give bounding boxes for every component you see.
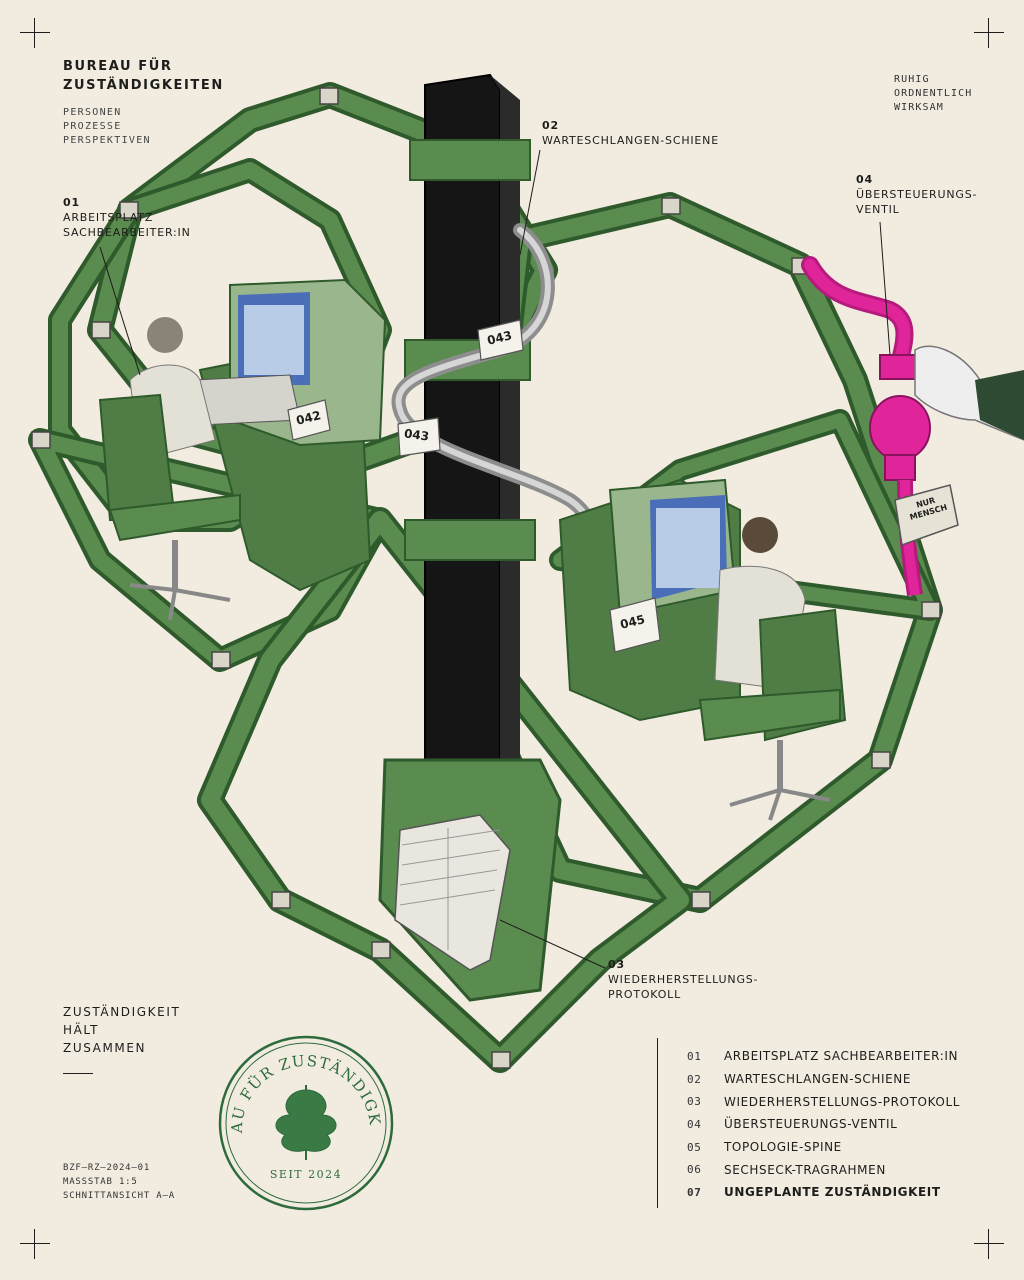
legend-item: 01 ARBEITSPLATZ SACHBEARBEITER:IN	[687, 1045, 960, 1068]
corner-crosshair-bottom-right	[974, 1229, 1004, 1259]
workstation-left	[98, 278, 387, 621]
legend-label: TOPOLOGIE-SPINE	[724, 1140, 842, 1155]
legend-label: SECHSECK-TRAGRAHMEN	[724, 1162, 886, 1177]
legend-label: WARTESCHLANGEN-SCHIENE	[724, 1072, 912, 1087]
statement: ZUSTÄNDIGKEIT HÄLT ZUSAMMEN	[63, 1003, 180, 1057]
callout-01: 01 ARBEITSPLATZ SACHBEARBEITER:IN	[63, 195, 191, 240]
corner-crosshair-top-right	[974, 18, 1004, 48]
callout-number: 04	[856, 173, 873, 186]
topologie-spine	[404, 73, 536, 800]
motto-line: ORDNENTLICH	[894, 88, 973, 99]
callout-number: 03	[608, 958, 625, 971]
legend-number: 05	[687, 1140, 702, 1154]
statement-line: ZUSAMMEN	[63, 1041, 147, 1055]
workstation-right	[558, 478, 847, 821]
callout-03: 03 WIEDERHERSTELLUNGS- PROTOKOLL	[608, 957, 758, 1002]
motto: RUHIG ORDNENTLICH WIRKSAM	[894, 73, 972, 115]
drawing-scale: MASSSTAB 1:5	[63, 1177, 138, 1187]
callout-label: ÜBERSTEUERUNGS-	[856, 188, 978, 201]
callout-leaders	[99, 149, 891, 969]
legend-number: 01	[687, 1049, 702, 1063]
corner-crosshair-bottom-left	[20, 1229, 50, 1259]
page-title: BUREAU FÜR ZUSTÄNDIGKEITEN	[63, 57, 224, 95]
subtitle-item: PERSONEN	[63, 107, 122, 118]
seal-text-ring: BUREAU FÜR ZUSTÄNDIGKEITEN	[211, 1021, 384, 1134]
drawing-codes: BZF–RZ–2024–01 MASSSTAB 1:5 SCHNITTANSIC…	[63, 1161, 175, 1203]
callout-label: WARTESCHLANGEN-SCHIENE	[542, 134, 719, 147]
callout-number: 02	[542, 119, 559, 132]
callout-label: SACHBEARBEITER:IN	[63, 226, 191, 239]
motto-line: RUHIG	[894, 74, 930, 85]
legend-divider	[657, 1038, 658, 1208]
divider	[63, 1073, 93, 1074]
subtitle-item: PERSPEKTIVEN	[63, 135, 151, 146]
svg-text:BUREAU FÜR ZUSTÄNDIGKEITEN: BUREAU FÜR ZUSTÄNDIGKEITEN	[218, 1035, 384, 1134]
legend-label: ÜBERSTEUERUNGS-VENTIL	[724, 1117, 898, 1132]
recovery-bin	[378, 758, 562, 1002]
bureau-seal: BUREAU FÜR ZUSTÄNDIGKEITEN SEIT 2024	[211, 1021, 394, 1211]
callout-label: WIEDERHERSTELLUNGS-	[608, 973, 759, 986]
drawing-section: SCHNITTANSICHT A–A	[63, 1191, 175, 1201]
legend-number: 04	[687, 1117, 702, 1131]
drawing-code: BZF–RZ–2024–01	[63, 1163, 151, 1173]
legend-item: 06 SECHSECK-TRAGRAHMEN	[687, 1158, 960, 1181]
seal-year: SEIT 2024	[269, 1168, 343, 1181]
page-title-line2: ZUSTÄNDIGKEITEN	[63, 78, 224, 93]
legend-number: 06	[687, 1163, 702, 1177]
motto-line: WIRKSAM	[894, 102, 944, 113]
callout-02: 02 WARTESCHLANGEN-SCHIENE	[542, 118, 719, 148]
legend-item: 02 WARTESCHLANGEN-SCHIENE	[687, 1068, 960, 1091]
legend-label: ARBEITSPLATZ SACHBEARBEITER:IN	[724, 1049, 959, 1064]
seal-graphic	[218, 1035, 394, 1211]
legend-item: 05 TOPOLOGIE-SPINE	[687, 1136, 960, 1159]
legend-item-highlight: 07 UNGEPLANTE ZUSTÄNDIGKEIT	[687, 1181, 960, 1204]
legend-number: 02	[687, 1072, 702, 1086]
callout-number: 01	[63, 196, 80, 209]
legend-item: 03 WIEDERHERSTELLUNGS-PROTOKOLL	[687, 1090, 960, 1113]
subtitle-item: PROZESSE	[63, 121, 122, 132]
corner-crosshair-top-left	[20, 18, 50, 48]
legend-label: UNGEPLANTE ZUSTÄNDIGKEIT	[724, 1185, 941, 1200]
subtitle-list: PERSONEN PROZESSE PERSPEKTIVEN	[63, 106, 151, 148]
seal-text: BUREAU FÜR ZUSTÄNDIGKEITEN	[211, 1021, 383, 1134]
callout-04: 04 ÜBERSTEUERUNGS- VENTIL	[856, 172, 977, 217]
callout-label: VENTIL	[856, 203, 900, 216]
statement-line: HÄLT	[63, 1023, 99, 1037]
legend-label: WIEDERHERSTELLUNGS-PROTOKOLL	[724, 1094, 961, 1109]
callout-label: ARBEITSPLATZ	[63, 211, 154, 224]
ticket-labels	[287, 319, 661, 653]
gloved-hand	[914, 345, 1024, 441]
legend-item: 04 ÜBERSTEUERUNGS-VENTIL	[687, 1113, 960, 1136]
legend-number: 07	[687, 1185, 702, 1199]
legend-number: 03	[687, 1095, 702, 1109]
page-title-line1: BUREAU FÜR	[63, 59, 173, 74]
legend: 01 ARBEITSPLATZ SACHBEARBEITER:IN 02 WARTE…	[687, 1045, 960, 1204]
override-valve	[801, 256, 959, 597]
callout-label: PROTOKOLL	[608, 988, 682, 1001]
statement-line: ZUSTÄNDIGKEIT	[63, 1005, 181, 1019]
